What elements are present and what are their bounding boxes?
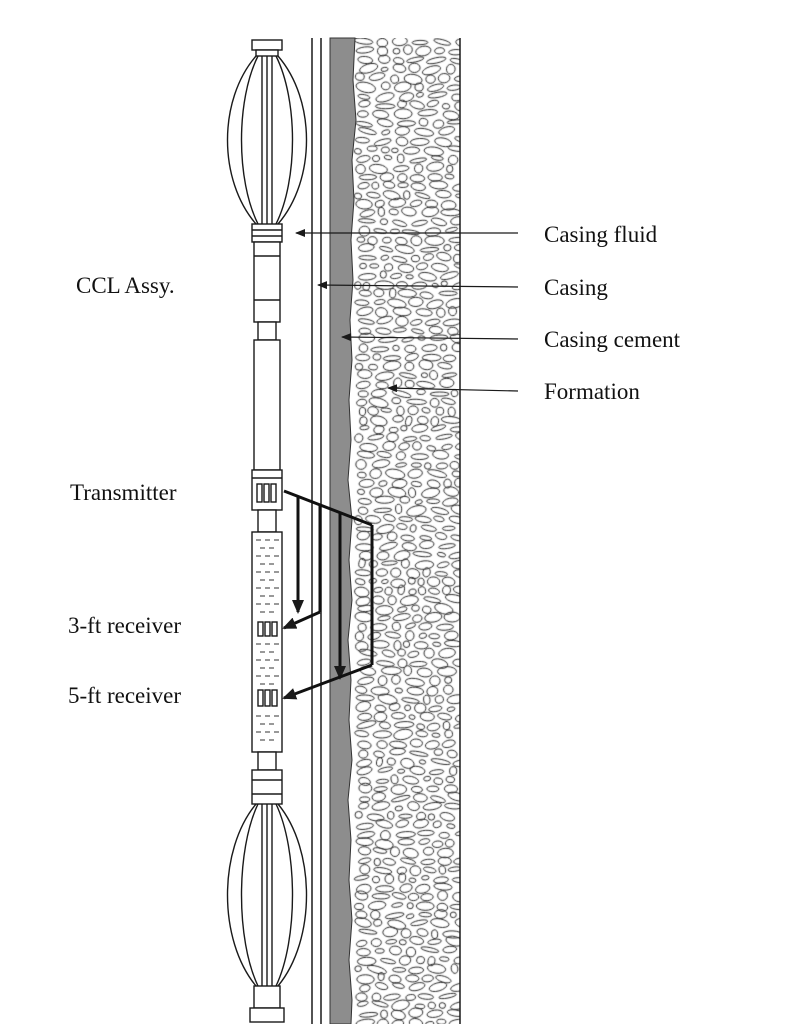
receiver-5ft-element: [257, 689, 278, 707]
label-transmitter: Transmitter: [70, 480, 177, 505]
top-centralizer: [226, 55, 308, 225]
label-5ft-receiver: 5-ft receiver: [68, 683, 182, 708]
formation-texture: [352, 38, 460, 1024]
label-casing-cement: Casing cement: [544, 327, 681, 352]
acoustic-wave-paths: [282, 489, 374, 700]
receiver-section-texture: [256, 539, 279, 741]
logging-tool: [226, 39, 308, 1023]
label-3ft-receiver: 3-ft receiver: [68, 613, 182, 638]
label-formation: Formation: [544, 379, 640, 404]
label-ccl-assy: CCL Assy.: [76, 273, 175, 298]
label-leaders: [295, 229, 519, 393]
label-casing: Casing: [544, 275, 608, 300]
bottom-centralizer: [226, 803, 308, 987]
cement-layer: [329, 37, 357, 1024]
label-casing-fluid: Casing fluid: [544, 222, 658, 247]
receiver-3ft-element: [257, 621, 278, 637]
transmitter-element: [256, 483, 277, 503]
